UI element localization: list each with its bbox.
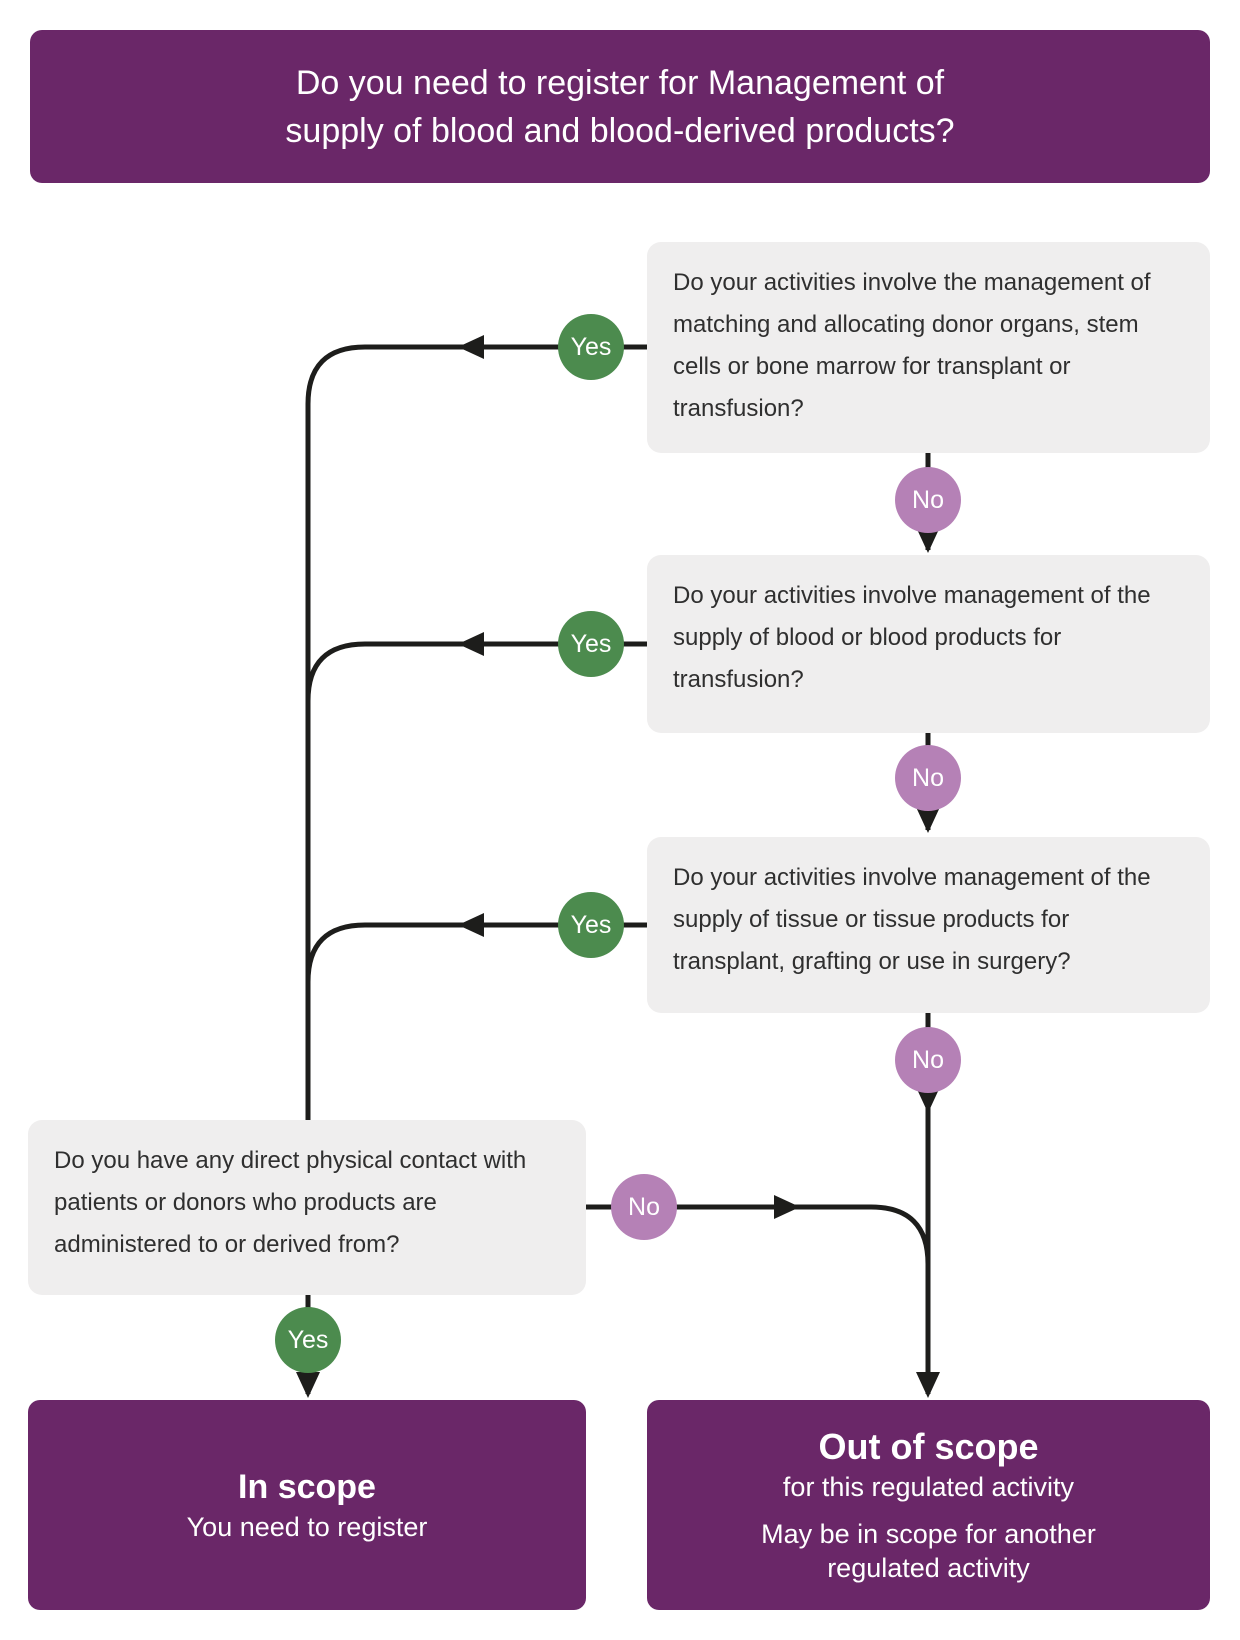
yes-badge-4-label: Yes	[287, 1325, 329, 1354]
question-2-text: Do your activities involve management of…	[673, 582, 1151, 693]
in-scope-title: In scope	[238, 1468, 376, 1506]
yes-branch-2-line	[305, 641, 647, 702]
yes-badge-4: Yes	[275, 1307, 341, 1373]
arrowhead-down-icon	[916, 527, 940, 553]
no-badge-4: No	[611, 1174, 677, 1240]
no-badge-1: No	[895, 467, 961, 533]
yes-badge-1-label: Yes	[570, 332, 612, 361]
question-3-text: Do your activities involve management of…	[673, 864, 1151, 975]
in-scope-subtitle: You need to register	[186, 1512, 428, 1542]
arrowhead-right-icon	[774, 1195, 800, 1219]
yes-badge-3: Yes	[558, 892, 624, 958]
yes-badge-2: Yes	[558, 611, 624, 677]
out-of-scope-box: Out of scope for this regulated activity…	[647, 1400, 1210, 1610]
no-badge-4-label: No	[628, 1192, 660, 1221]
arrowhead-down-icon	[916, 807, 940, 833]
yes-badge-3-label: Yes	[570, 910, 612, 939]
arrowhead-left-icon	[458, 913, 484, 937]
out-of-scope-subtitle-2: May be in scope for another regulated ac…	[761, 1519, 1096, 1583]
no-badge-2: No	[895, 745, 961, 811]
no-branch-4-line	[586, 1204, 931, 1265]
no-badge-3-label: No	[912, 1045, 944, 1074]
question-1-text: Do your activities involve the managemen…	[673, 269, 1151, 422]
no-badge-2-label: No	[912, 763, 944, 792]
flowchart-title-banner: Do you need to register for Management o…	[30, 30, 1210, 183]
question-box-3: Do your activities involve management of…	[647, 837, 1210, 1013]
no-badge-3: No	[895, 1027, 961, 1093]
out-of-scope-subtitle-1: for this regulated activity	[782, 1472, 1075, 1502]
arrowhead-down-icon	[916, 1372, 940, 1398]
question-box-1: Do your activities involve the managemen…	[647, 242, 1210, 453]
question-box-2: Do your activities involve management of…	[647, 555, 1210, 733]
question-box-4: Do you have any direct physical contact …	[28, 1120, 586, 1295]
yes-branch-1-line	[305, 344, 647, 1120]
yes-badge-1: Yes	[558, 314, 624, 380]
arrowhead-left-icon	[458, 335, 484, 359]
question-4-text: Do you have any direct physical contact …	[54, 1147, 527, 1258]
arrowhead-left-icon	[458, 632, 484, 656]
arrowhead-down-icon	[296, 1372, 320, 1398]
page-title: Do you need to register for Management o…	[285, 63, 955, 150]
no-badge-1-label: No	[912, 485, 944, 514]
yes-branch-3-line	[305, 922, 647, 983]
arrowhead-down-icon	[916, 1087, 940, 1113]
in-scope-box: In scope You need to register	[28, 1400, 586, 1610]
yes-badge-2-label: Yes	[570, 629, 612, 658]
out-of-scope-title: Out of scope	[818, 1426, 1039, 1467]
